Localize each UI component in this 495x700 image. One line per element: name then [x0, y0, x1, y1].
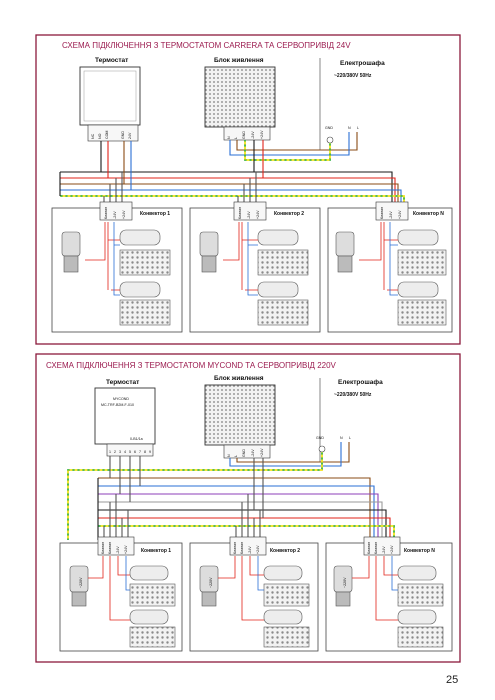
svg-text:L: L	[357, 126, 359, 130]
actuator-voltage: ~220V	[209, 577, 213, 588]
svg-text:0-B1/1a: 0-B1/1a	[130, 437, 143, 441]
svg-text:-24V: -24V	[251, 449, 255, 457]
svg-text:GND: GND	[242, 449, 246, 457]
svg-text:Клапан: Клапан	[240, 542, 244, 554]
thermostat-carrera: Термостат NC NO COM GND 24V	[79, 57, 141, 142]
thermostat-terminals: 1 2 3 4 5 6 7 8 9	[109, 450, 151, 454]
power-supply-2: Блок живлення N L GND -24V +24V	[204, 375, 276, 459]
svg-text:NO: NO	[98, 133, 102, 139]
diagram-1-title: СХЕМА ПІДКЛЮЧЕННЯ З ТЕРМОСТАТОМ CARRERA …	[62, 41, 351, 50]
svg-text:Клапан: Клапан	[374, 542, 378, 554]
diagram-carrera-24v: СХЕМА ПІДКЛЮЧЕННЯ З ТЕРМОСТАТОМ CARRERA …	[35, 34, 461, 345]
svg-text:+24V: +24V	[390, 545, 394, 554]
power-supply-label: Блок живлення	[214, 57, 264, 64]
svg-text:GND: GND	[316, 436, 324, 440]
svg-text:Клапан: Клапан	[238, 207, 242, 219]
svg-text:-24V: -24V	[116, 546, 120, 554]
convector-2-d2: Клапан Клапан -24V +24V Конвектор 2 ~220…	[189, 536, 319, 652]
svg-text:+24V: +24V	[122, 210, 126, 219]
convector-2-d1: Клапан -24V +24V Конвектор 2	[189, 201, 321, 333]
svg-text:MC-TRF-B2M-F-010: MC-TRF-B2M-F-010	[101, 403, 134, 407]
page-number: 25	[446, 674, 458, 686]
wires-diagram-2	[67, 442, 395, 540]
svg-text:L: L	[234, 137, 238, 139]
svg-text:9: 9	[149, 450, 151, 454]
cabinet-spec: ~220/380V 50Hz	[334, 392, 372, 398]
thermostat-mycond: Термостат MYCOND MC-TRF-B2M-F-010 0-B1/1…	[94, 379, 156, 457]
convector-n-d2: Клапан Клапан -24V +24V Конвектор N ~220…	[325, 536, 453, 652]
svg-text:4: 4	[124, 450, 126, 454]
svg-text:+24V: +24V	[256, 210, 260, 219]
convector-1-d2: Клапан Клапан -24V +24V Конвектор 1 ~220…	[59, 536, 183, 652]
svg-text:3: 3	[119, 450, 121, 454]
cabinet-spec: ~220/380V 50Hz	[334, 73, 372, 79]
svg-text:Клапан: Клапан	[233, 542, 237, 554]
electrical-cabinet-2: Електрошафа ~220/380V 50Hz GND N L	[316, 378, 383, 462]
svg-text:GND: GND	[325, 126, 333, 130]
svg-text:N: N	[227, 136, 231, 139]
svg-text:Клапан: Клапан	[367, 542, 371, 554]
ground-icon	[326, 136, 334, 144]
diagram-mycond-220v: СХЕМА ПІДКЛЮЧЕННЯ З ТЕРМОСТАТОМ MYCOND Т…	[35, 353, 461, 663]
thermostat-label: Термостат	[95, 57, 128, 64]
thermostat-terminals: NC NO COM GND 24V	[91, 131, 132, 139]
svg-text:Клапан: Клапан	[380, 207, 384, 219]
svg-text:NC: NC	[91, 133, 95, 139]
cabinet-label: Електрошафа	[340, 60, 385, 67]
svg-text:COM: COM	[105, 131, 109, 139]
cabinet-label: Електрошафа	[338, 379, 383, 386]
power-supply-1: Блок живлення N L GND -24V +24V	[204, 57, 276, 141]
svg-text:GND: GND	[242, 131, 246, 139]
svg-text:MYCOND: MYCOND	[113, 397, 129, 401]
svg-text:N: N	[227, 454, 231, 457]
convector-n-d1: Клапан -24V +24V Конвектор N	[327, 201, 453, 333]
svg-text:Клапан: Клапан	[104, 207, 108, 219]
svg-text:+24V: +24V	[398, 210, 402, 219]
svg-text:6: 6	[134, 450, 136, 454]
svg-text:24V: 24V	[128, 132, 132, 139]
svg-text:7: 7	[139, 450, 141, 454]
svg-text:Клапан: Клапан	[101, 542, 105, 554]
svg-text:5: 5	[129, 450, 131, 454]
svg-text:L: L	[234, 455, 238, 457]
ground-icon	[318, 445, 326, 453]
svg-text:1: 1	[109, 450, 111, 454]
convector-label: Конвектор N	[413, 211, 444, 217]
svg-text:L: L	[349, 436, 351, 440]
actuator-voltage: ~220V	[343, 577, 347, 588]
convector-label: Конвектор 1	[140, 211, 170, 217]
electrical-cabinet-1: Електрошафа ~220/380V 50Hz GND N L	[319, 58, 385, 150]
svg-text:Клапан: Клапан	[108, 542, 112, 554]
convector-label: Конвектор 2	[274, 211, 304, 217]
convector-label: Конвектор 1	[141, 548, 171, 554]
svg-text:GND: GND	[121, 131, 125, 139]
svg-text:-24V: -24V	[248, 546, 252, 554]
svg-text:8: 8	[144, 450, 146, 454]
thermostat-label: Термостат	[106, 379, 139, 386]
convector-label: Конвектор N	[404, 548, 435, 554]
svg-text:N: N	[348, 126, 351, 130]
svg-text:+24V: +24V	[260, 130, 264, 139]
diagram-2-title: СХЕМА ПІДКЛЮЧЕННЯ З ТЕРМОСТАТОМ MYCOND Т…	[46, 361, 337, 370]
svg-text:-24V: -24V	[382, 546, 386, 554]
svg-text:-24V: -24V	[113, 211, 117, 219]
svg-text:-24V: -24V	[251, 131, 255, 139]
svg-text:-24V: -24V	[247, 211, 251, 219]
actuator-voltage: ~220V	[79, 577, 83, 588]
svg-text:N: N	[340, 436, 343, 440]
svg-text:+24V: +24V	[260, 448, 264, 457]
power-supply-label: Блок живлення	[214, 375, 264, 382]
svg-text:+24V: +24V	[256, 545, 260, 554]
convector-1-d1: Клапан -24V +24V Конвектор 1	[51, 201, 183, 333]
svg-text:-24V: -24V	[389, 211, 393, 219]
svg-text:+24V: +24V	[124, 545, 128, 554]
svg-text:2: 2	[114, 450, 116, 454]
convector-label: Конвектор 2	[270, 548, 300, 554]
